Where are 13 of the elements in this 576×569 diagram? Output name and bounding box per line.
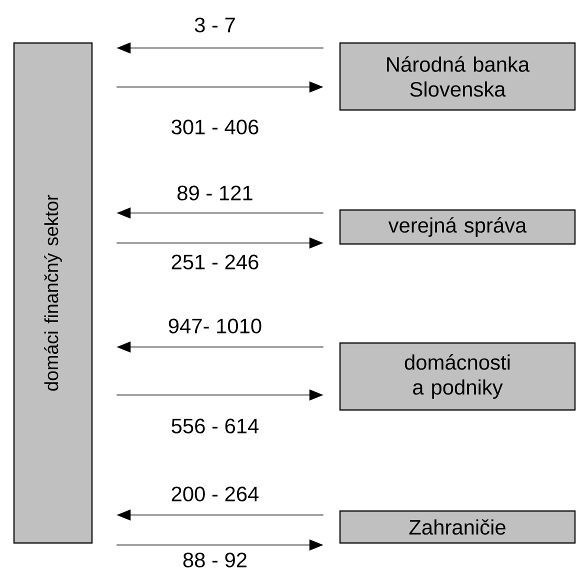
- edge-label: 301 - 406: [170, 118, 260, 136]
- edge-label: 3 - 7: [193, 16, 237, 34]
- edge-label: 251 - 246: [170, 254, 260, 270]
- edge-label: 89 - 121: [176, 184, 254, 202]
- sector-box: domácnosti a podniky: [339, 342, 576, 411]
- edge-label: 200 - 264: [170, 486, 260, 502]
- sector-box: domáci finančný sektor: [13, 42, 93, 544]
- sector-box: Zahraničie: [339, 510, 576, 544]
- sector-box: verejná správa: [339, 209, 576, 245]
- sector-box: Národná banka Slovenska: [339, 42, 576, 111]
- edge-label: 88 - 92: [181, 552, 249, 568]
- edge-label: 947- 1010: [166, 318, 264, 334]
- edge-label: 556 - 614: [170, 418, 260, 434]
